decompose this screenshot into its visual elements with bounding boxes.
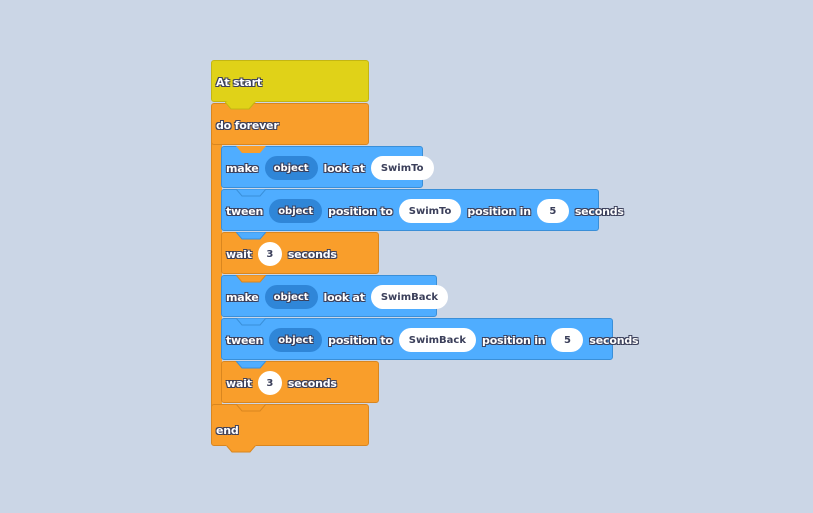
- look-at-label: look at: [323, 161, 366, 175]
- duration-input[interactable]: 5: [551, 328, 584, 352]
- forever-loop-arm: [211, 140, 222, 408]
- target-input[interactable]: SwimBack: [398, 328, 477, 352]
- block-notch: [236, 189, 266, 197]
- object-pill[interactable]: object: [264, 156, 318, 180]
- wait-label: wait: [226, 247, 252, 261]
- wait-block[interactable]: wait 3 seconds: [221, 232, 379, 274]
- look-at-label: look at: [323, 290, 366, 304]
- block-notch: [236, 146, 266, 153]
- position-in-label: position in: [482, 333, 546, 347]
- position-to-label: position to: [328, 204, 393, 218]
- make-look-at-block[interactable]: make object look at SwimTo: [221, 146, 434, 188]
- end-block[interactable]: end: [211, 404, 369, 453]
- position-in-label: position in: [467, 204, 531, 218]
- duration-input[interactable]: 5: [536, 199, 569, 223]
- end-label: end: [216, 423, 239, 437]
- start-connector-tab: [225, 102, 255, 110]
- tween-label: tween: [226, 333, 264, 347]
- at-start-block[interactable]: At start: [211, 60, 369, 109]
- wait-seconds-input[interactable]: 3: [257, 242, 282, 266]
- do-forever-label: do forever: [216, 118, 279, 132]
- wait-label: wait: [226, 376, 252, 390]
- block-notch: [236, 232, 266, 240]
- target-input[interactable]: SwimTo: [398, 199, 462, 223]
- object-pill[interactable]: object: [264, 285, 318, 309]
- position-to-label: position to: [328, 333, 393, 347]
- object-pill[interactable]: object: [269, 199, 323, 223]
- make-label: make: [226, 161, 259, 175]
- target-input[interactable]: SwimTo: [370, 156, 434, 180]
- block-notch: [236, 318, 266, 326]
- tween-position-block[interactable]: tween object position to SwimBack positi…: [221, 318, 639, 360]
- target-input[interactable]: SwimBack: [370, 285, 449, 309]
- block-notch: [236, 404, 266, 412]
- wait-block[interactable]: wait 3 seconds: [221, 361, 379, 403]
- seconds-label: seconds: [287, 376, 337, 390]
- tween-position-block[interactable]: tween object position to SwimTo position…: [221, 189, 624, 231]
- do-forever-block[interactable]: do forever: [211, 103, 369, 145]
- seconds-label: seconds: [287, 247, 337, 261]
- at-start-label: At start: [216, 75, 262, 89]
- seconds-label: seconds: [589, 333, 639, 347]
- block-notch: [236, 275, 266, 283]
- block-connector: [226, 445, 256, 453]
- seconds-label: seconds: [574, 204, 624, 218]
- tween-label: tween: [226, 204, 264, 218]
- make-label: make: [226, 290, 259, 304]
- make-look-at-block[interactable]: make object look at SwimBack: [221, 275, 449, 317]
- block-notch: [236, 361, 266, 369]
- object-pill[interactable]: object: [269, 328, 323, 352]
- wait-seconds-input[interactable]: 3: [257, 371, 282, 395]
